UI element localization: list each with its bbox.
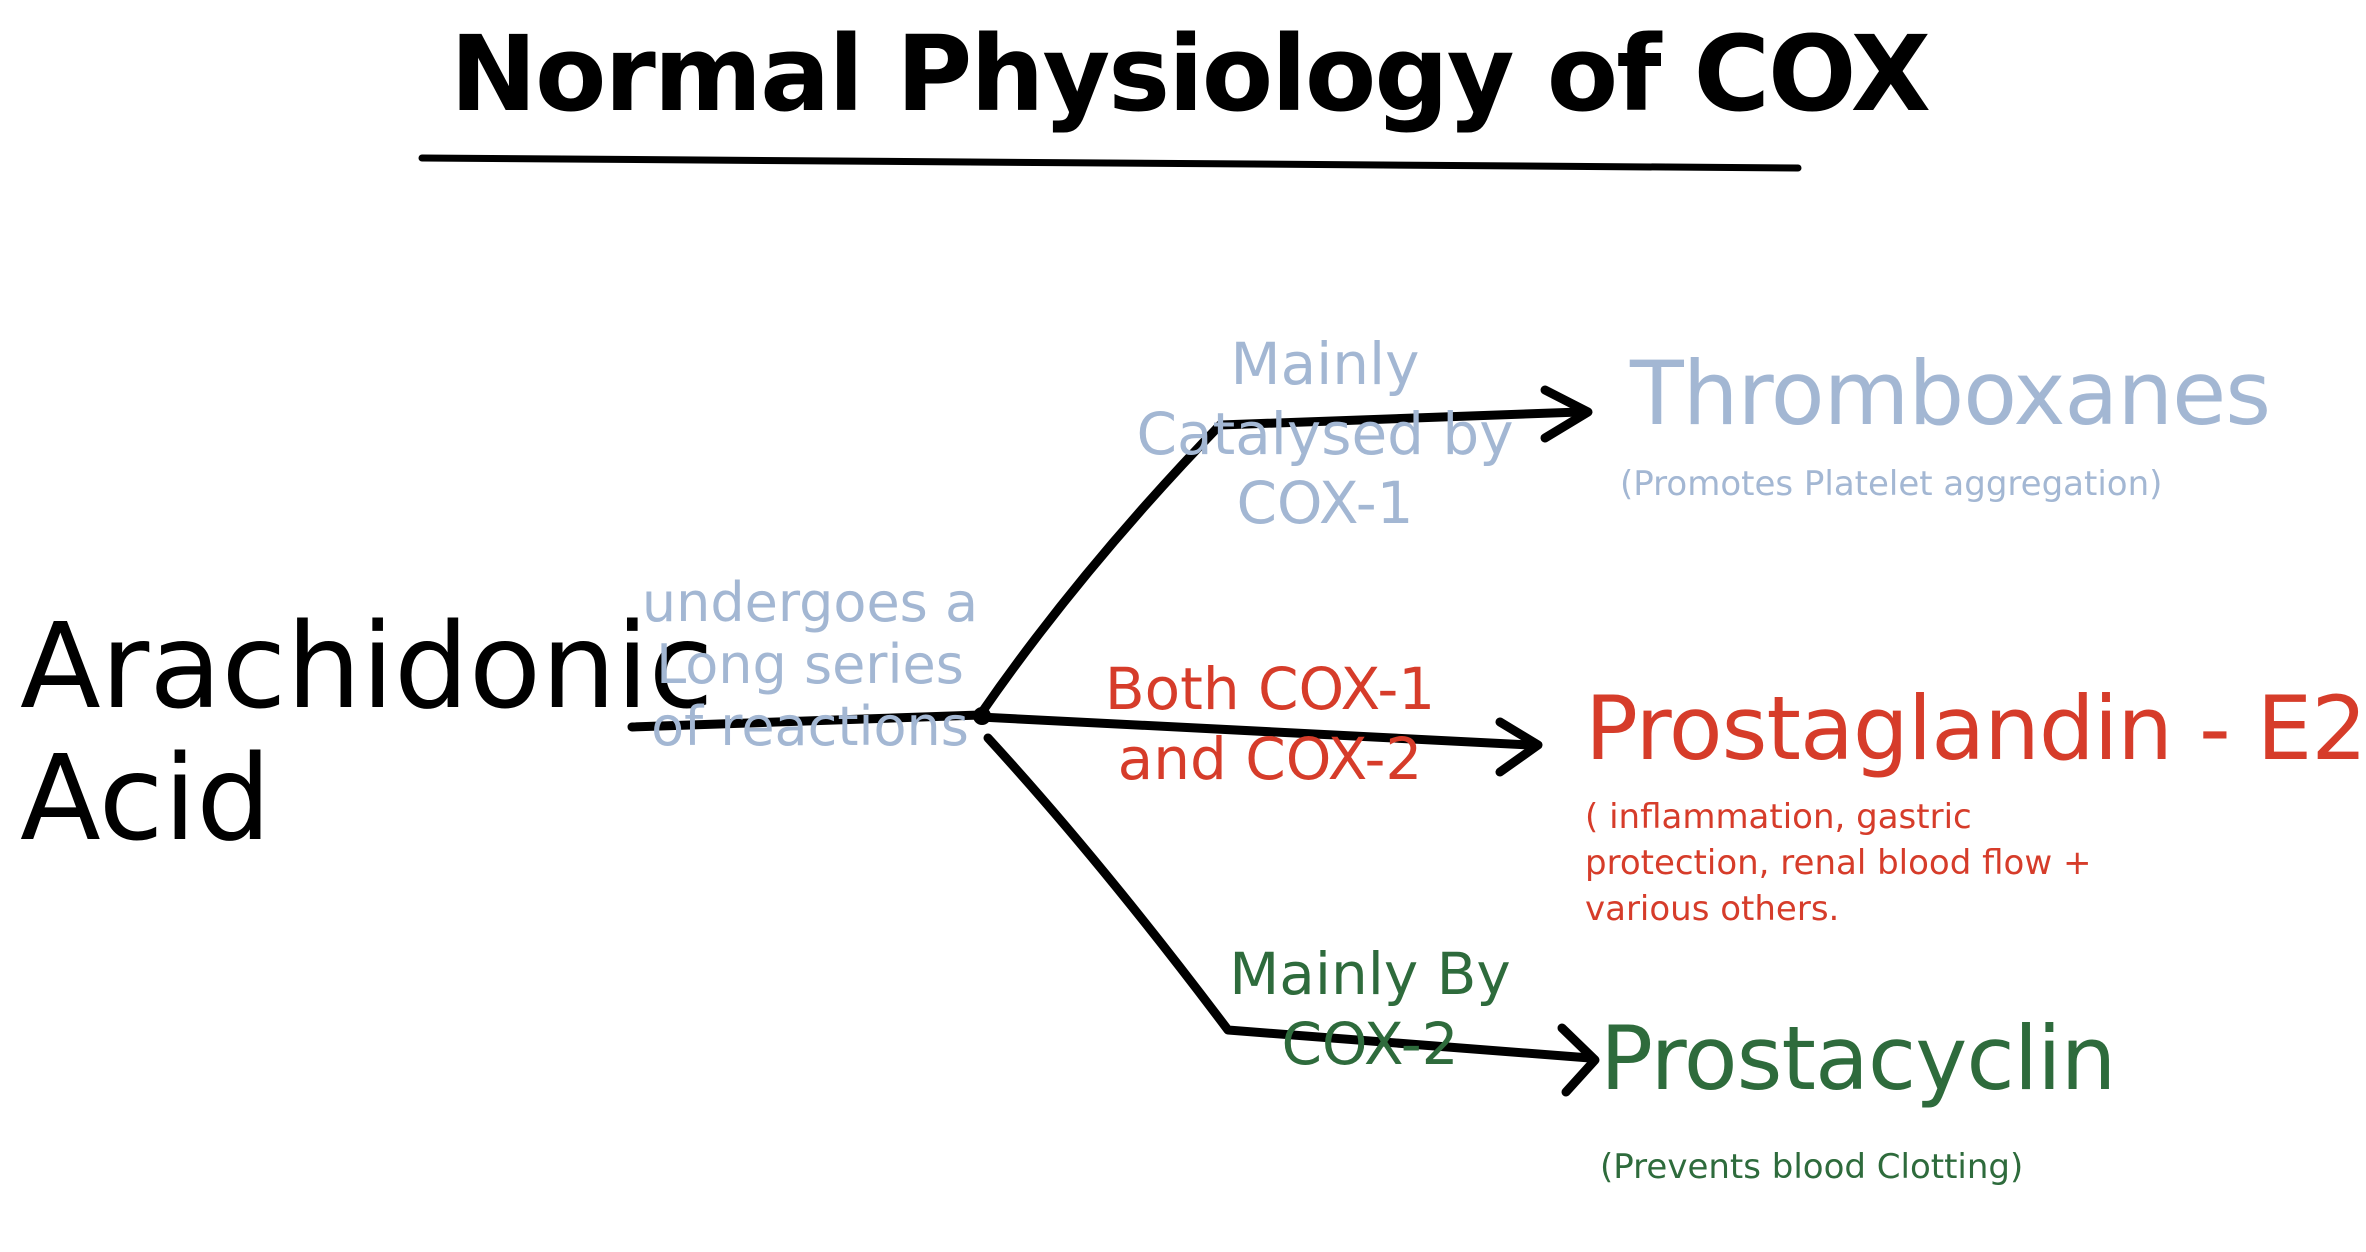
title-underline — [418, 154, 1802, 172]
note-thromboxanes: (Promotes Platelet aggregation) — [1620, 464, 2163, 504]
product-prostaglandin-e2: Prostaglandin - E2 — [1585, 677, 2366, 780]
product-thromboxanes: Thromboxanes — [1630, 342, 2271, 445]
source-molecule-label: Arachidonic Acid — [20, 597, 714, 868]
branch-line-prostaglandin — [975, 712, 1535, 750]
cox-diagram: Normal Physiology of COX Arachidonic Aci… — [20, 13, 2366, 1187]
note-prostacyclin: (Prevents blood Clotting) — [1600, 1147, 2024, 1187]
arrowhead-thromboxanes — [1540, 385, 1593, 443]
branch-line-prostacyclin — [983, 733, 1595, 1063]
enzyme-label-cox1: Mainly Catalysed by COX-1 — [1136, 330, 1514, 538]
product-prostacyclin: Prostacyclin — [1600, 1007, 2116, 1110]
arrowhead-prostacyclin — [1557, 1023, 1600, 1097]
enzyme-label-cox2: Mainly By COX-2 — [1229, 940, 1511, 1078]
branch-line-thromboxanes — [975, 407, 1585, 720]
main-pathway-line — [627, 710, 985, 732]
arrowhead-prostaglandin — [1495, 717, 1543, 777]
page-title: Normal Physiology of COX — [450, 13, 1931, 135]
enzyme-label-cox1-cox2: Both COX-1 and COX-2 — [1104, 655, 1436, 793]
reaction-step-label: undergoes a Long series of reactions — [641, 571, 979, 759]
pathway-arrows — [418, 154, 1802, 1097]
branch-junction — [973, 707, 991, 725]
note-prostaglandin-e2: ( inflammation, gastric protection, rena… — [1585, 797, 2092, 929]
